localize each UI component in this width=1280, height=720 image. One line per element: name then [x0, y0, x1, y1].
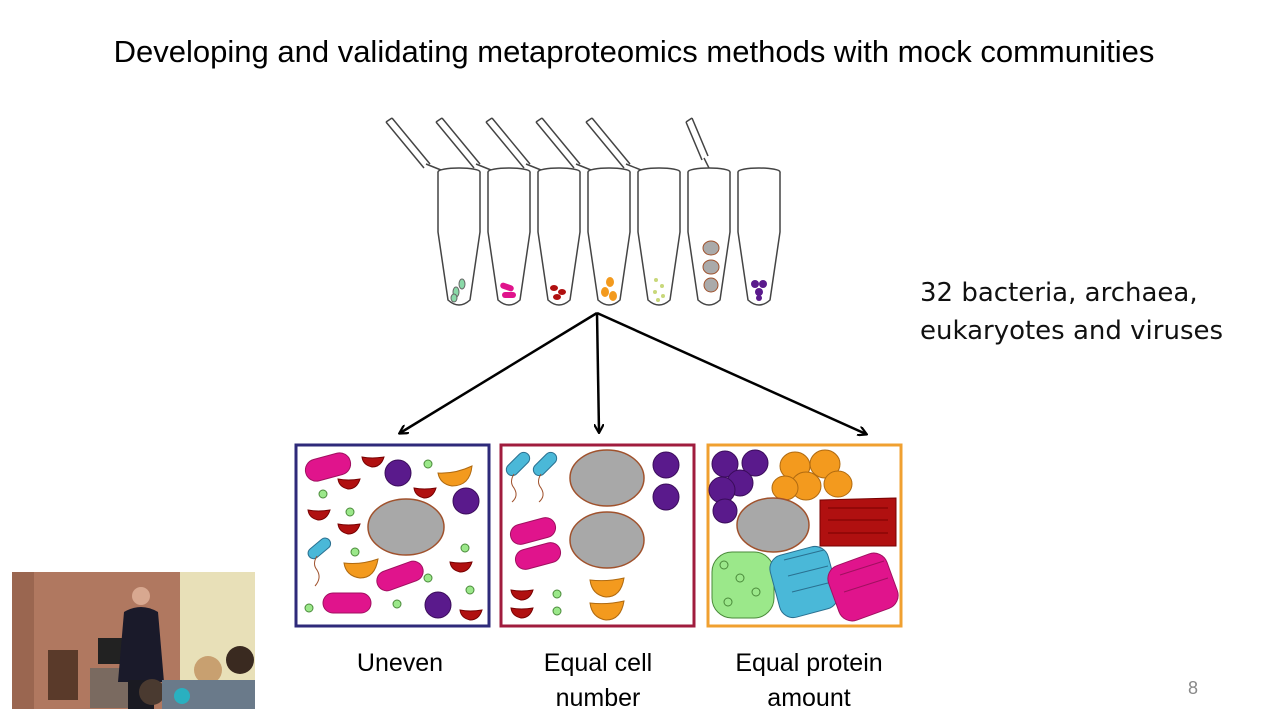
sample-tube: [585, 117, 681, 306]
panel-caption-uneven: Uneven: [290, 646, 510, 681]
slide-title: Developing and validating metaproteomics…: [113, 34, 1155, 69]
sample-tube: [737, 167, 781, 306]
panel-caption-equal-protein-amount: Equal protein amount: [699, 646, 919, 716]
sample-tube: [535, 117, 631, 306]
panel-caption-line: number: [555, 684, 641, 712]
sample-tubes: [385, 117, 781, 306]
community-panel-uneven: [294, 443, 491, 628]
sample-tube: [435, 117, 531, 306]
distribution-arrows: [400, 311, 866, 434]
organism-summary: 32 bacteria, archaea, eukaryotes and vir…: [920, 274, 1260, 350]
panel-caption-line: Equal protein: [735, 649, 883, 677]
presenter-webcam-video[interactable]: [12, 572, 255, 709]
panel-caption-equal-cell-number: Equal cell number: [488, 646, 708, 716]
organism-summary-line: eukaryotes and viruses: [920, 316, 1224, 346]
panel-caption-line: Equal cell: [543, 649, 653, 677]
sample-tube: [485, 117, 581, 306]
panel-caption-line: Uneven: [356, 649, 444, 677]
sample-tube: [685, 117, 731, 306]
community-panel-equal-protein-amount: [706, 443, 903, 628]
slide-page-number: 8: [1188, 678, 1199, 698]
panel-caption-line: amount: [767, 684, 851, 712]
presenter-video-frame: [12, 572, 255, 709]
organism-summary-line: 32 bacteria, archaea,: [920, 278, 1198, 308]
sample-tube: [385, 117, 481, 306]
community-panel-equal-cell-number: [499, 443, 696, 628]
